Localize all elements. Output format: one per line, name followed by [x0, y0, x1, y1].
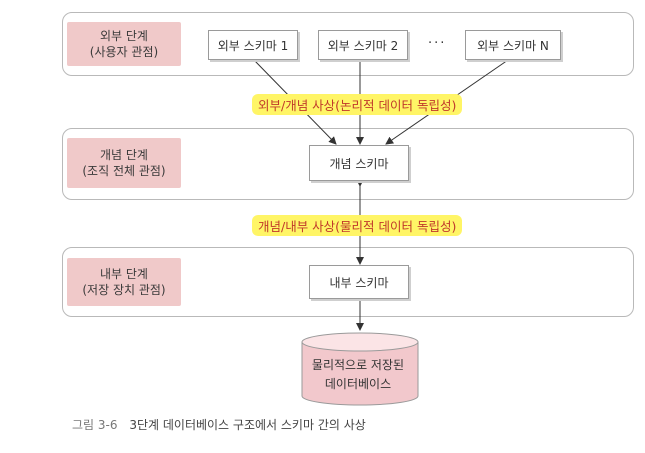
external-level-view: (사용자 관점) — [89, 45, 159, 59]
internal-schema-label: 내부 스키마 — [329, 275, 389, 290]
conceptual-schema: 개념 스키마 — [309, 145, 409, 181]
external-schema-2-label: 외부 스키마 2 — [327, 38, 399, 53]
internal-level-name: 내부 단계 — [100, 267, 148, 281]
figure-caption: 그림 3-6 3단계 데이터베이스 구조에서 스키마 간의 사상 — [72, 416, 366, 433]
conceptual-internal-mapping: 개념/내부 사상(물리적 데이터 독립성) — [252, 215, 463, 236]
database-label: 물리적으로 저장된 데이터베이스 — [300, 356, 416, 394]
database-label-line2: 데이터베이스 — [324, 377, 392, 391]
internal-schema: 내부 스키마 — [309, 265, 409, 299]
external-conceptual-mapping: 외부/개념 사상(논리적 데이터 독립성) — [252, 94, 463, 115]
figure-title: 3단계 데이터베이스 구조에서 스키마 간의 사상 — [129, 418, 366, 432]
external-schema-1: 외부 스키마 1 — [208, 30, 298, 60]
figure-number: 그림 3-6 — [72, 418, 118, 432]
conceptual-level-name: 개념 단계 — [100, 148, 148, 162]
external-schema-2: 외부 스키마 2 — [318, 30, 408, 60]
external-level-name: 외부 단계 — [100, 29, 148, 43]
conceptual-level-view: (조직 전체 관점) — [82, 164, 166, 178]
external-schema-1-label: 외부 스키마 1 — [217, 38, 289, 53]
conceptual-schema-label: 개념 스키마 — [329, 156, 389, 171]
external-schema-n: 외부 스키마 N — [465, 30, 561, 60]
external-level-label: 외부 단계 (사용자 관점) — [67, 22, 181, 66]
database-cylinder — [301, 332, 419, 406]
database-label-line1: 물리적으로 저장된 — [311, 358, 405, 372]
external-schema-n-label: 외부 스키마 N — [477, 38, 549, 53]
conceptual-level-label: 개념 단계 (조직 전체 관점) — [67, 138, 181, 188]
ellipsis: ··· — [428, 36, 447, 51]
internal-level-label: 내부 단계 (저장 장치 관점) — [67, 258, 181, 306]
internal-level-view: (저장 장치 관점) — [82, 283, 166, 297]
